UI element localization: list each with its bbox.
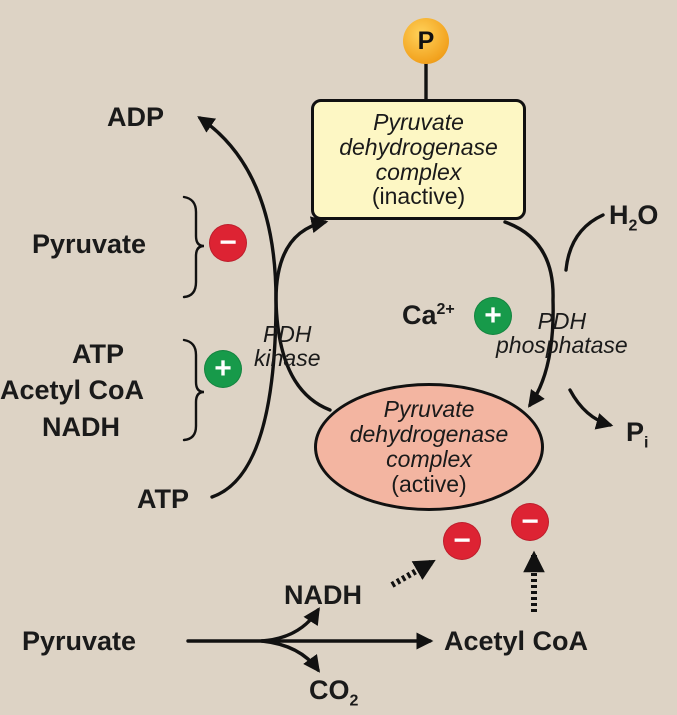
nadh-feedback-arrow xyxy=(390,559,436,588)
adp-label: ADP xyxy=(107,102,165,132)
water-input-line xyxy=(564,213,605,272)
kinase-line2: kinase xyxy=(254,345,321,372)
nadh-activator-label: NADH xyxy=(42,412,120,442)
atp-input-label: ATP xyxy=(137,484,189,514)
water-label: H2O xyxy=(609,200,659,235)
pyruvate-substrate-label: Pyruvate xyxy=(22,626,137,656)
inactive-line2: dehydrogenase xyxy=(339,133,498,160)
inactive-line4: (inactive) xyxy=(371,183,466,210)
calcium-activation-icon: + xyxy=(474,297,512,335)
kinase-arrow xyxy=(274,216,332,412)
branch-to-co2 xyxy=(260,639,320,673)
phosphatase-arrow xyxy=(503,220,555,408)
acetylcoa-activator-label: Acetyl CoA xyxy=(0,375,145,405)
activators-plus-icon: + xyxy=(204,350,242,388)
co2-label: CO2 xyxy=(309,675,359,710)
inactive-complex-box: Pyruvate dehydrogenase complex (inactive… xyxy=(311,99,526,220)
kinase-line1: PDH xyxy=(262,321,312,347)
active-complex-ellipse: Pyruvate dehydrogenase complex (active) xyxy=(314,383,544,511)
pyruvate-inhibitor-label: Pyruvate xyxy=(32,229,147,259)
nadh-inhibition-icon: − xyxy=(443,522,481,560)
atp-activator-label: ATP xyxy=(72,339,124,369)
atp-to-adp-arrow xyxy=(197,116,278,499)
calcium-label: Ca2+ xyxy=(402,300,455,330)
active-line3: complex xyxy=(386,446,472,472)
pi-label: Pi xyxy=(626,417,649,452)
acetylcoa-inhibition-icon: − xyxy=(511,503,549,541)
pyruvate-inhibition-icon: − xyxy=(209,224,247,262)
phosphate-label: P xyxy=(417,27,435,55)
phosphatase-line1: PDH xyxy=(537,308,587,334)
activators-brace xyxy=(182,338,205,442)
phosphatase-line2: phosphatase xyxy=(496,332,628,359)
inactive-line1: Pyruvate xyxy=(373,108,464,135)
active-line1: Pyruvate xyxy=(383,396,475,423)
active-line2: dehydrogenase xyxy=(349,421,509,448)
active-line4: (active) xyxy=(391,470,467,497)
branch-to-nadh xyxy=(260,607,320,643)
pyruvate-brace xyxy=(182,195,205,299)
inactive-line3: complex xyxy=(375,158,462,185)
pdh-phosphatase-label: PDH phosphatase xyxy=(496,309,628,357)
acetylcoa-product-label: Acetyl CoA xyxy=(444,626,589,656)
pi-output-arrow xyxy=(568,388,614,430)
pdh-kinase-label: PDH kinase xyxy=(254,322,320,370)
nadh-product-label: NADH xyxy=(284,580,362,610)
phosphate-group: P xyxy=(403,18,449,64)
